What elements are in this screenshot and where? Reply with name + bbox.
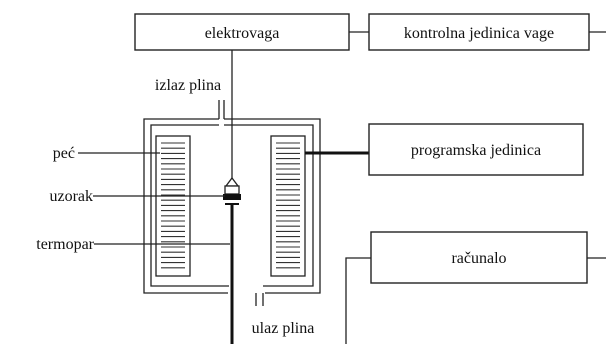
gas-inlet-pipe bbox=[255, 293, 264, 306]
racunalo-block: računalo bbox=[370, 231, 588, 284]
kontrolna-jedinica-label: kontrolna jedinica vage bbox=[404, 25, 554, 42]
uzorak-label: uzorak bbox=[49, 188, 93, 205]
heating-element-left bbox=[155, 135, 191, 277]
programska-jedinica-block: programska jedinica bbox=[368, 123, 584, 176]
computer-down-connector bbox=[345, 257, 371, 344]
kontrolna-jedinica-box bbox=[368, 13, 590, 51]
furnace-inner-right bbox=[224, 124, 314, 287]
termopar-label: termopar bbox=[36, 236, 94, 253]
furnace-outer-right bbox=[224, 118, 321, 294]
programska-jedinica-box bbox=[368, 123, 584, 176]
programska-jedinica-label: programska jedinica bbox=[411, 142, 541, 159]
furnace bbox=[143, 118, 321, 294]
elektrovaga-block: elektrovaga bbox=[134, 13, 350, 51]
izlaz-plina-label: izlaz plina bbox=[155, 77, 221, 94]
elektrovaga-box bbox=[134, 13, 350, 51]
gas-outlet-pipe bbox=[218, 100, 225, 119]
ulaz-plina-label: ulaz plina bbox=[252, 320, 315, 337]
kontrolna-jedinica-block: kontrolna jedinica vage bbox=[368, 13, 590, 51]
pec-label: peć bbox=[53, 145, 75, 162]
furnace-outer-left bbox=[143, 118, 228, 294]
furnace-inner-left bbox=[150, 124, 229, 287]
heating-element-right bbox=[270, 135, 306, 277]
sample-crucible bbox=[223, 176, 241, 205]
elektrovaga-label: elektrovaga bbox=[205, 25, 280, 42]
racunalo-label: računalo bbox=[451, 250, 506, 267]
